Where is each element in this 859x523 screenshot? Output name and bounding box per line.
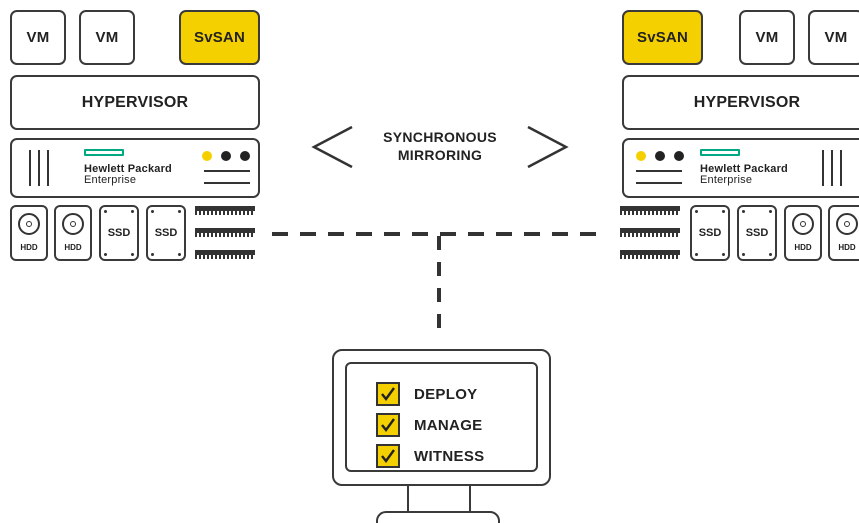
hdd-icon [18, 213, 40, 235]
right-server-vent-icon [822, 150, 842, 186]
right-ram-module-icon [620, 250, 680, 260]
left-svsan-label: SvSAN [193, 29, 246, 46]
left-hpe-logo: Hewlett Packard Enterprise [84, 146, 194, 190]
right-vm-2: VM [808, 10, 859, 65]
right-hdd-2-label: HDD [838, 243, 856, 252]
right-hpe-brand-sub: Enterprise [700, 174, 753, 186]
left-vm-2: VM [79, 10, 135, 65]
mirroring-line-1: SYNCHRONOUS [383, 129, 497, 145]
hpe-element-icon [700, 149, 740, 156]
mirroring-line-2: MIRRORING [397, 147, 483, 163]
left-vm-2-label: VM [95, 29, 119, 46]
right-hypervisor: HYPERVISOR [622, 75, 859, 130]
management-connection-line [437, 236, 441, 336]
left-server: Hewlett Packard Enterprise [10, 138, 260, 198]
right-vm-1: VM [739, 10, 795, 65]
left-ssd-2: SSD [146, 205, 186, 261]
left-drive-slot-icon [204, 170, 250, 186]
right-hdd-1-label: HDD [794, 243, 812, 252]
left-hpe-brand-sub: Enterprise [84, 174, 137, 186]
left-hypervisor-label: HYPERVISOR [81, 93, 189, 111]
chevron-right-icon [527, 125, 569, 169]
right-ssd-2: SSD [737, 205, 777, 261]
task-deploy: DEPLOY [376, 382, 477, 406]
left-vm-1: VM [10, 10, 66, 65]
network-connection-line [272, 232, 608, 236]
right-ram-module-icon [620, 206, 680, 216]
right-ram-module-icon [620, 228, 680, 238]
right-svsan: SvSAN [622, 10, 703, 65]
hdd-icon [792, 213, 814, 235]
checkbox-checked-icon [376, 444, 400, 468]
right-hdd-2: HDD [828, 205, 859, 261]
left-hpe-brand-name: Hewlett Packard [84, 163, 172, 175]
right-vm-1-label: VM [755, 29, 779, 46]
left-ssd-1-label: SSD [107, 227, 131, 239]
right-hypervisor-label: HYPERVISOR [693, 93, 801, 111]
monitor-stand-neck [407, 484, 471, 514]
left-ram-module-icon [195, 250, 255, 260]
left-hdd-2: HDD [54, 205, 92, 261]
left-vm-1-label: VM [26, 29, 50, 46]
checkbox-checked-icon [376, 382, 400, 406]
left-hdd-1-label: HDD [20, 243, 38, 252]
monitor-screen: DEPLOY MANAGE WITNESS [345, 362, 538, 472]
right-server: Hewlett Packard Enterprise [622, 138, 859, 198]
left-hypervisor: HYPERVISOR [10, 75, 260, 130]
task-deploy-label: DEPLOY [414, 385, 478, 403]
left-hdd-1: HDD [10, 205, 48, 261]
management-console-monitor: DEPLOY MANAGE WITNESS [332, 349, 551, 486]
right-hdd-1: HDD [784, 205, 822, 261]
chevron-left-icon [311, 125, 353, 169]
hpe-element-icon [84, 149, 124, 156]
hdd-icon [62, 213, 84, 235]
task-witness-label: WITNESS [414, 447, 485, 465]
hdd-icon [836, 213, 858, 235]
task-witness: WITNESS [376, 444, 484, 468]
synchronous-mirroring-label: SYNCHRONOUS MIRRORING [360, 128, 520, 164]
right-hpe-logo: Hewlett Packard Enterprise [700, 146, 810, 190]
right-ssd-1-label: SSD [698, 227, 722, 239]
left-ssd-1: SSD [99, 205, 139, 261]
checkbox-checked-icon [376, 413, 400, 437]
left-svsan: SvSAN [179, 10, 260, 65]
right-svsan-label: SvSAN [636, 29, 689, 46]
left-status-lights-icon [202, 151, 250, 161]
right-hpe-brand-name: Hewlett Packard [700, 163, 788, 175]
task-manage-label: MANAGE [414, 416, 483, 434]
left-ram-module-icon [195, 228, 255, 238]
left-server-vent-icon [29, 150, 49, 186]
monitor-stand-base [376, 511, 500, 523]
left-ssd-2-label: SSD [154, 227, 178, 239]
right-status-lights-icon [636, 151, 684, 161]
task-manage: MANAGE [376, 413, 482, 437]
left-hdd-2-label: HDD [64, 243, 82, 252]
right-ssd-1: SSD [690, 205, 730, 261]
right-drive-slot-icon [636, 170, 682, 186]
right-vm-2-label: VM [824, 29, 848, 46]
left-ram-module-icon [195, 206, 255, 216]
right-ssd-2-label: SSD [745, 227, 769, 239]
